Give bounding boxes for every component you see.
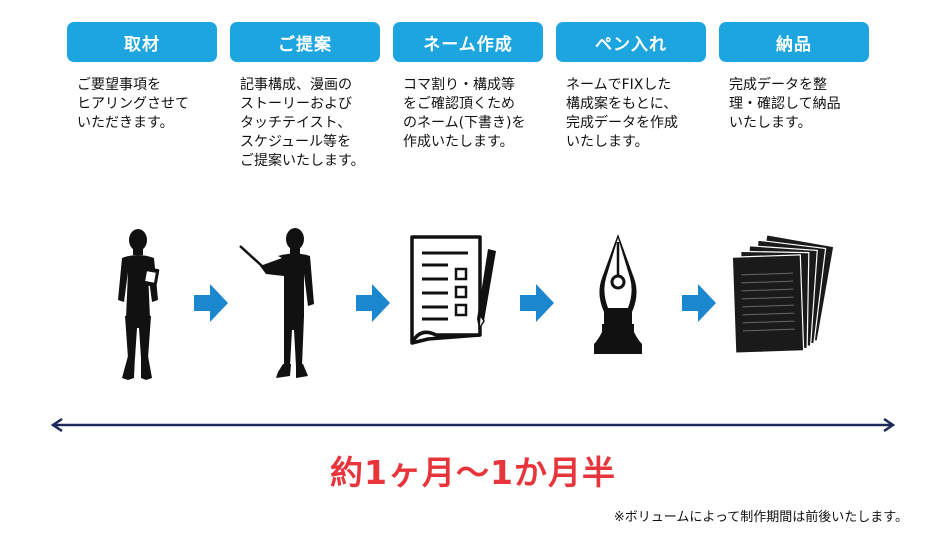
step-5-header: 納品 [719,22,869,62]
duration-label: 約1ヶ月～1か月半 [330,453,616,492]
arrow-right-icon [356,284,390,322]
arrow-right-icon [682,284,716,322]
businesswoman-icon [118,229,160,380]
presenter-icon [239,228,314,378]
step-2-header: ご提案 [230,22,380,62]
step-1: 取材 ご要望事項を ヒアリングさせて いただきます。 [67,22,217,133]
pen-nib-icon [594,234,642,354]
step-1-header: 取材 [67,22,217,62]
step-4: ペン入れ ネームでFIXした 構成案をもとに、 完成データを作成 いたします。 [556,22,706,152]
step-5: 納品 完成データを整 理・確認して納品 いたします。 [719,22,869,133]
step-4-header: ペン入れ [556,22,706,62]
arrow-right-icon [194,284,228,322]
arrow-right-icon [520,284,554,322]
document-stack-icon [731,234,835,354]
document-pencil-icon [410,235,496,345]
step-5-description: 完成データを整 理・確認して納品 いたします。 [729,77,841,131]
footnote: ※ボリュームによって制作期間は前後いたします。 [613,510,908,525]
step-3-header: ネーム作成 [393,22,543,62]
step-3: ネーム作成 コマ割り・構成等 をご確認頂くため のネーム(下書き)を 作成いたし… [393,22,543,152]
step-2-description: 記事構成、漫画の ストーリーおよび タッチテイスト、 スケジュール等を ご提案い… [240,77,365,169]
step-4-description: ネームでFIXした 構成案をもとに、 完成データを作成 いたします。 [566,77,678,150]
step-1-description: ご要望事項を ヒアリングさせて いただきます。 [77,77,189,131]
timeline-arrow [50,418,896,432]
step-3-description: コマ割り・構成等 をご確認頂くため のネーム(下書き)を 作成いたします。 [403,77,526,150]
step-2: ご提案 記事構成、漫画の ストーリーおよび タッチテイスト、 スケジュール等を … [230,22,380,171]
